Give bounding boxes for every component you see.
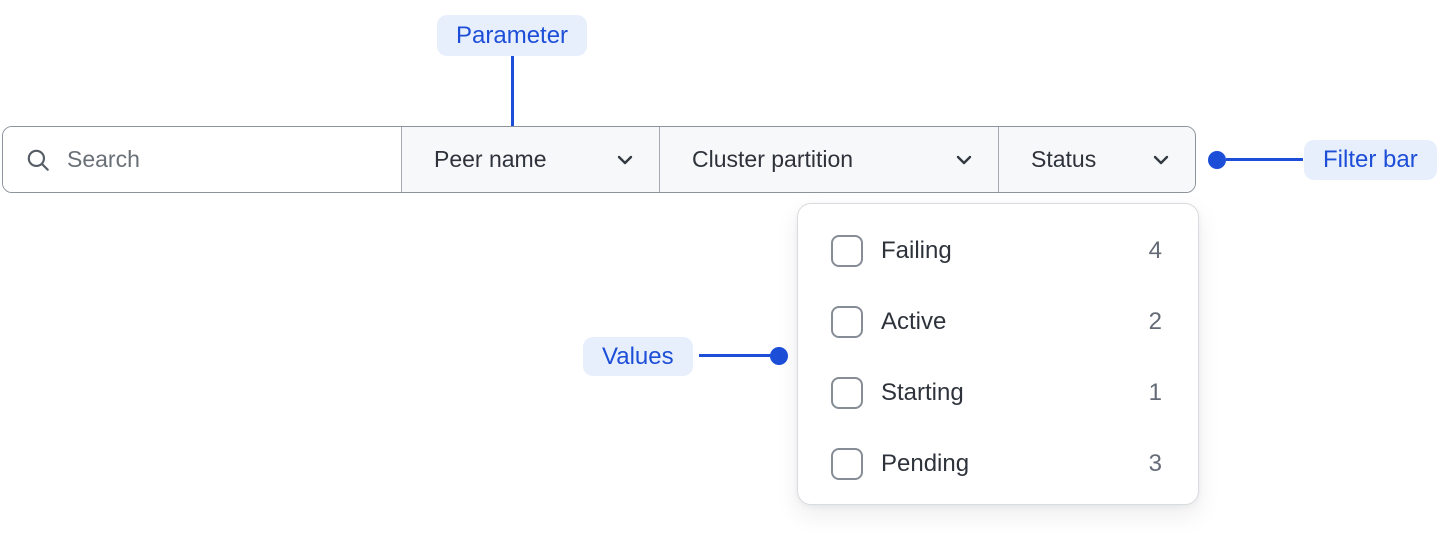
option-row-active[interactable]: Active 2 (831, 298, 1162, 346)
parameter-annotation-badge: Parameter (437, 15, 588, 56)
dropdown-peer-name[interactable]: Peer name (401, 127, 659, 192)
search-icon (27, 149, 49, 171)
filter-bar-connector-line (1226, 158, 1303, 161)
dropdown-cluster-partition[interactable]: Cluster partition (659, 127, 998, 192)
values-annotation-badge: Values (583, 337, 693, 376)
dropdown-status[interactable]: Status (998, 127, 1195, 192)
option-row-starting[interactable]: Starting 1 (831, 369, 1162, 417)
status-dropdown-panel: Failing 4 Active 2 Starting 1 Pending 3 (797, 203, 1199, 505)
chevron-down-icon (1153, 155, 1169, 164)
search-section (3, 127, 401, 192)
chevron-down-icon (956, 155, 972, 164)
option-count: 3 (1148, 450, 1162, 477)
checkbox-active[interactable] (831, 306, 863, 338)
option-label: Failing (881, 237, 952, 264)
option-label: Active (881, 308, 947, 335)
option-label: Pending (881, 450, 970, 477)
dropdown-status-label: Status (1031, 146, 1097, 172)
dropdown-peer-name-label: Peer name (434, 146, 547, 172)
dropdown-cluster-partition-label: Cluster partition (692, 146, 854, 172)
filter-bar-annotation-badge: Filter bar (1304, 140, 1437, 180)
chevron-down-icon (617, 155, 633, 164)
checkbox-starting[interactable] (831, 377, 863, 409)
parameter-connector-line (511, 56, 514, 143)
option-count: 2 (1148, 308, 1162, 335)
option-count: 1 (1148, 379, 1162, 406)
search-input[interactable] (67, 146, 387, 173)
option-label: Starting (881, 379, 964, 406)
values-connector-dot (770, 347, 788, 365)
option-row-pending[interactable]: Pending 3 (831, 440, 1162, 488)
checkbox-failing[interactable] (831, 235, 863, 267)
checkbox-pending[interactable] (831, 448, 863, 480)
filter-bar: Peer name Cluster partition Status (2, 126, 1196, 193)
option-count: 4 (1148, 237, 1162, 264)
option-row-failing[interactable]: Failing 4 (831, 227, 1162, 275)
values-connector-line (699, 354, 771, 357)
filter-bar-connector-dot (1208, 151, 1226, 169)
